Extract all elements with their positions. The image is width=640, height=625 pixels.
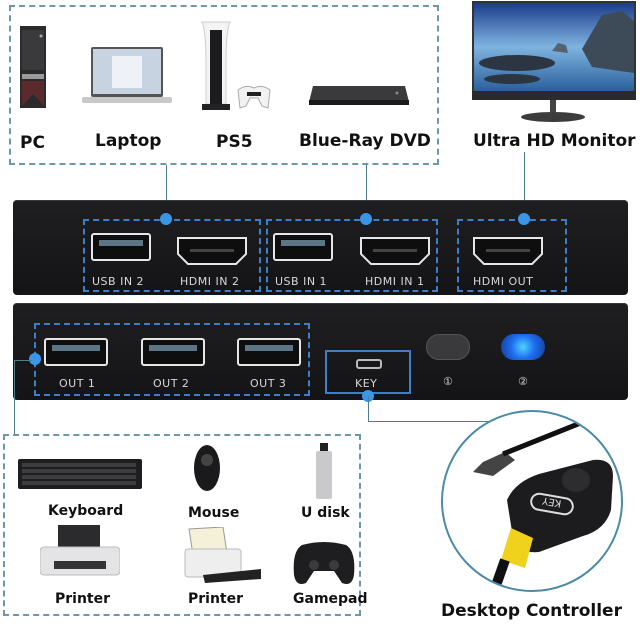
gamepad-icon — [292, 541, 356, 587]
dvd-player-icon — [309, 84, 409, 106]
port-label-usb-in-2: USB IN 2 — [92, 275, 145, 288]
usb-out-2-port — [141, 338, 205, 366]
hdmi-out-port — [473, 237, 543, 265]
hdmi-in-2-port — [177, 237, 247, 265]
laptop-icon — [82, 46, 172, 106]
device-label-laptop: Laptop — [95, 131, 162, 151]
device-label-pc: PC — [20, 133, 45, 153]
scanner-printer-icon — [183, 526, 263, 585]
connector-dot-input-1 — [360, 213, 372, 225]
device-label-dvd: Blue-Ray DVD — [299, 131, 431, 151]
desktop-controller-label: Desktop Controller — [441, 601, 622, 621]
game-console-icon — [200, 20, 272, 112]
led-label-2: ② — [518, 375, 529, 388]
port-label-out-3: OUT 3 — [250, 377, 287, 390]
port-label-hdmi-out: HDMI OUT — [473, 275, 534, 288]
desktop-tower-icon — [20, 26, 46, 108]
peripheral-label-keyboard: Keyboard — [48, 503, 124, 519]
usb-out-3-port — [237, 338, 301, 366]
port-label-out-1: OUT 1 — [59, 377, 96, 390]
micro-usb-key-port — [356, 359, 382, 369]
peripheral-label-udisk: U disk — [301, 505, 350, 521]
port-label-key: KEY — [355, 377, 378, 390]
connector-line-key-h — [368, 421, 498, 422]
usb-drive-icon — [316, 443, 332, 499]
device-label-ps5: PS5 — [216, 132, 253, 152]
connector-line-hdmi-out — [524, 152, 525, 220]
port-group-input-2 — [83, 219, 261, 292]
connector-line-peripherals-h — [14, 360, 32, 361]
peripheral-label-printer-2: Printer — [188, 591, 244, 607]
mouse-icon — [193, 444, 221, 492]
hdmi-in-1-port — [360, 237, 430, 265]
port-label-hdmi-in-2: HDMI IN 2 — [180, 275, 240, 288]
monitor-label: Ultra HD Monitor — [473, 131, 636, 151]
port-group-output — [457, 219, 567, 292]
usb-out-1-port — [44, 338, 108, 366]
connector-line-key-v — [368, 396, 369, 422]
led-indicator-2[interactable] — [501, 334, 545, 360]
desktop-controller-circle: KEY — [441, 410, 623, 592]
peripheral-devices-group — [3, 434, 361, 616]
connector-dot-input-2 — [160, 213, 172, 225]
port-label-hdmi-in-1: HDMI IN 1 — [365, 275, 425, 288]
connector-line-peripherals-v — [14, 360, 15, 436]
usb-in-1-port — [273, 233, 333, 261]
port-label-out-2: OUT 2 — [153, 377, 190, 390]
source-devices-group — [9, 5, 439, 165]
peripheral-label-gamepad: Gamepad — [293, 591, 368, 607]
connector-line-usb1 — [366, 165, 367, 220]
svg-text:KEY: KEY — [541, 494, 562, 508]
connector-dot-usb-outputs — [29, 353, 41, 365]
monitor-icon — [472, 1, 636, 127]
desktop-controller-icon: KEY — [473, 419, 613, 590]
port-label-usb-in-1: USB IN 1 — [275, 275, 328, 288]
connector-dot-output — [518, 213, 530, 225]
led-indicator-1[interactable] — [426, 334, 470, 360]
keyboard-icon — [18, 457, 142, 491]
usb-in-2-port — [91, 233, 151, 261]
kvm-switch-front-panel: OUT 1 OUT 2 OUT 3 KEY ① ② — [13, 303, 628, 402]
port-group-input-1 — [266, 219, 438, 292]
kvm-switch-back-panel: USB IN 2 HDMI IN 2 USB IN 1 HDMI IN 1 HD… — [13, 200, 628, 295]
led-label-1: ① — [443, 375, 454, 388]
peripheral-label-printer-1: Printer — [55, 591, 111, 607]
printer-icon — [39, 525, 121, 579]
connector-line-usb2 — [166, 165, 167, 220]
peripheral-label-mouse: Mouse — [188, 505, 240, 521]
